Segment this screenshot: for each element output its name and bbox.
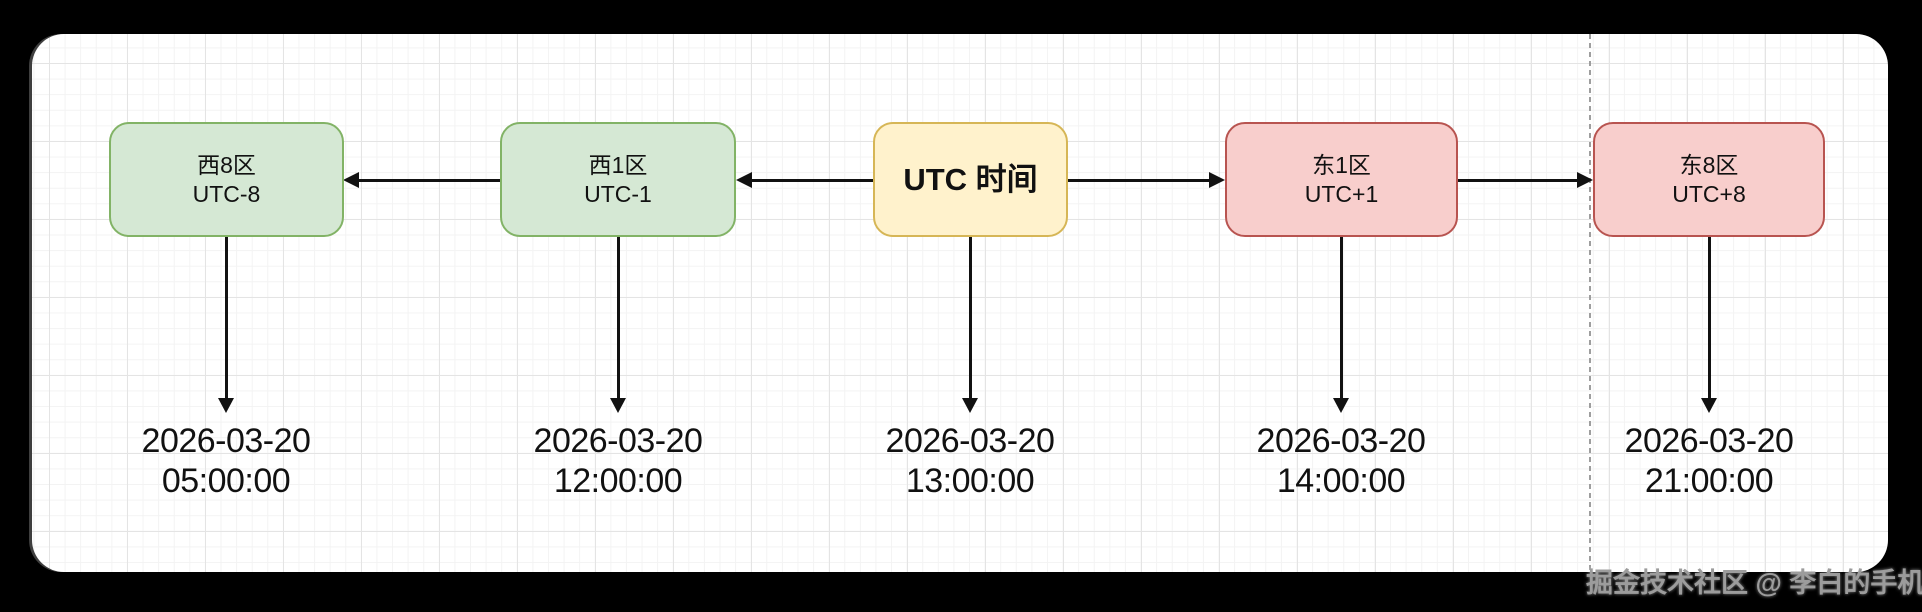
- timestamp-date: 2026-03-20: [885, 422, 1055, 460]
- arrow-west1-to-west8: [343, 172, 500, 188]
- timestamp-east-1: 2026-03-20 14:00:00: [1201, 421, 1481, 501]
- arrow-utc-to-time: [962, 237, 978, 413]
- timestamp-date: 2026-03-20: [533, 422, 703, 460]
- arrowhead-down-icon: [1701, 398, 1717, 413]
- arrow-utc-to-west1: [736, 172, 873, 188]
- node-west-8: 西8区 UTC-8: [109, 122, 344, 237]
- arrow-east1-to-east8: [1458, 172, 1593, 188]
- arrow-east1-to-time: [1333, 237, 1349, 413]
- arrowhead-down-icon: [218, 398, 234, 413]
- timestamp-west-8: 2026-03-20 05:00:00: [86, 421, 366, 501]
- timestamp-date: 2026-03-20: [1624, 422, 1794, 460]
- arrowhead-right-icon: [1577, 172, 1593, 188]
- node-label: 西8区: [197, 151, 256, 178]
- node-label: 东1区: [1312, 151, 1371, 178]
- node-offset: UTC-1: [584, 180, 652, 207]
- timestamp-east-8: 2026-03-20 21:00:00: [1569, 421, 1849, 501]
- node-label: 西1区: [588, 151, 648, 178]
- arrow-west8-to-time: [218, 237, 234, 413]
- node-west-1: 西1区 UTC-1: [500, 122, 736, 237]
- timestamp-west-1: 2026-03-20 12:00:00: [478, 421, 758, 501]
- arrow-east8-to-time: [1701, 237, 1717, 413]
- timestamp-utc: 2026-03-20 13:00:00: [830, 421, 1110, 501]
- timestamp-time: 12:00:00: [553, 462, 683, 500]
- timestamp-date: 2026-03-20: [1256, 422, 1426, 460]
- timestamp-time: 05:00:00: [161, 462, 291, 500]
- node-offset: UTC-8: [192, 180, 261, 207]
- node-utc: UTC 时间: [873, 122, 1068, 237]
- arrow-west1-to-time: [610, 237, 626, 413]
- timestamp-time: 13:00:00: [905, 462, 1035, 500]
- node-label: 东8区: [1679, 151, 1739, 178]
- node-offset: UTC+8: [1672, 180, 1746, 207]
- node-east-1: 东1区 UTC+1: [1225, 122, 1458, 237]
- timestamp-time: 21:00:00: [1644, 462, 1774, 500]
- arrowhead-left-icon: [343, 172, 359, 188]
- node-label: UTC 时间: [903, 161, 1038, 197]
- page-divider-dashed-line: [1589, 34, 1591, 572]
- timestamp-date: 2026-03-20: [141, 422, 311, 460]
- arrowhead-left-icon: [736, 172, 752, 188]
- arrow-utc-to-east1: [1068, 172, 1225, 188]
- node-east-8: 东8区 UTC+8: [1593, 122, 1825, 237]
- arrowhead-down-icon: [610, 398, 626, 413]
- node-offset: UTC+1: [1304, 180, 1379, 207]
- watermark-text: 掘金技术社区 @ 李白的手机: [1586, 568, 1922, 598]
- arrowhead-right-icon: [1209, 172, 1225, 188]
- arrowhead-down-icon: [962, 398, 978, 413]
- timestamp-time: 14:00:00: [1276, 462, 1406, 500]
- arrowhead-down-icon: [1333, 398, 1349, 413]
